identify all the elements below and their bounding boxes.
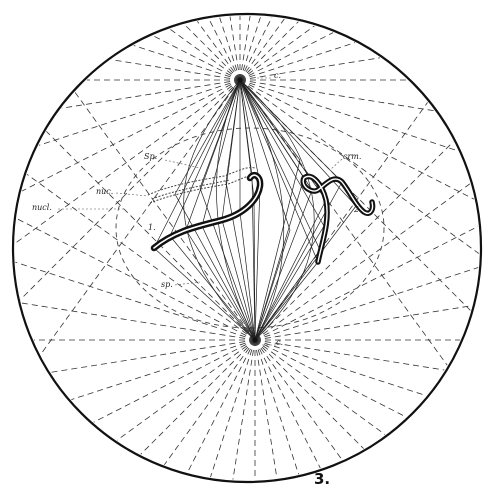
aster-ray bbox=[134, 46, 240, 81]
aster-ray bbox=[170, 29, 240, 80]
label-chromosome-tip-1: 1. bbox=[148, 224, 156, 232]
spindle-fibre bbox=[255, 206, 356, 340]
aster-ray bbox=[46, 131, 255, 340]
label-nucleolus: nuc. bbox=[96, 188, 113, 196]
spindle-fibre bbox=[202, 80, 240, 226]
aster-ray bbox=[164, 340, 255, 465]
aster-ray bbox=[71, 340, 255, 400]
aster-ray bbox=[22, 80, 240, 191]
aster-ray bbox=[255, 340, 406, 417]
spindle-fibre bbox=[175, 80, 240, 194]
aster-ray bbox=[39, 80, 240, 145]
aster-ray bbox=[197, 21, 240, 80]
aster-ray bbox=[141, 340, 255, 454]
aster-ray bbox=[255, 340, 444, 370]
aster-ray bbox=[255, 340, 299, 474]
aster-ray bbox=[94, 340, 255, 422]
aster-ray bbox=[211, 340, 256, 477]
upper-centrosome bbox=[237, 77, 242, 82]
cell-membrane bbox=[13, 14, 481, 482]
aster-ray bbox=[27, 174, 255, 340]
aster-ray bbox=[255, 306, 472, 340]
aster-ray bbox=[15, 80, 240, 243]
spindle-fibre bbox=[240, 80, 326, 200]
aster-ray bbox=[240, 80, 474, 199]
aster-ray bbox=[255, 340, 426, 396]
aster-ray bbox=[240, 22, 298, 80]
aster-ray bbox=[21, 80, 240, 299]
aster-ray bbox=[185, 25, 240, 80]
label-chromosome-tip-2: 2. bbox=[354, 206, 362, 214]
aster-ray bbox=[240, 16, 261, 80]
aster-ray bbox=[255, 340, 385, 435]
aster-ray bbox=[240, 33, 333, 80]
spindle-envelope bbox=[240, 80, 314, 340]
aster-ray bbox=[220, 18, 240, 80]
label-spindle-lower: sp. bbox=[161, 281, 173, 289]
spindle-fibre bbox=[255, 184, 260, 340]
aster-ray bbox=[117, 340, 255, 440]
aster-ray bbox=[240, 80, 434, 111]
label-leaders bbox=[58, 78, 342, 345]
aster-ray bbox=[255, 340, 364, 449]
lower-centrosome bbox=[252, 337, 257, 342]
aster-ray bbox=[255, 226, 478, 340]
spindle-fibre bbox=[154, 80, 240, 248]
aster-ray bbox=[188, 340, 255, 472]
label-lower-centrosome: c. bbox=[276, 339, 283, 347]
aster-ray bbox=[255, 340, 342, 460]
lower-aster bbox=[15, 92, 478, 480]
spindle-fibre bbox=[255, 226, 324, 340]
nucleolus-granules bbox=[148, 168, 258, 203]
label-spindle-upper: Sp. bbox=[144, 153, 157, 161]
aster-ray bbox=[17, 219, 255, 340]
aster-ray bbox=[62, 80, 240, 108]
spindle-fibre bbox=[154, 248, 255, 340]
spindle-fibre bbox=[255, 230, 290, 340]
spindle-fibre bbox=[240, 80, 320, 250]
aster-ray bbox=[240, 43, 355, 80]
aster-ray bbox=[255, 268, 478, 341]
figure-number: 3. bbox=[314, 472, 330, 487]
aster-ray bbox=[240, 80, 479, 254]
label-nucleus: nucl. bbox=[32, 204, 52, 212]
label-chromosome: crm. bbox=[343, 153, 361, 161]
aster-ray bbox=[51, 340, 255, 372]
label-upper-centrosome: c. bbox=[274, 72, 281, 80]
spindle-fibre bbox=[255, 190, 312, 340]
spindle-fibre bbox=[240, 80, 342, 182]
